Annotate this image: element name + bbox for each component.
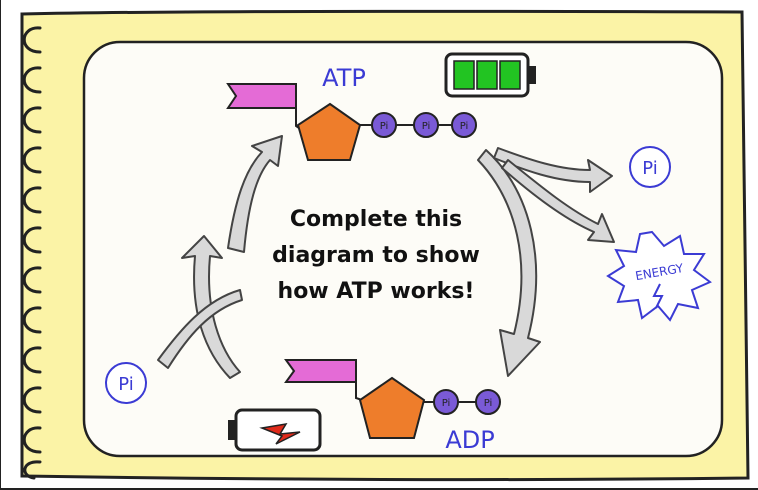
pi-released-symbol: Pi — [629, 146, 671, 188]
adp-molecule: Pi Pi — [284, 359, 501, 439]
atp-phosphate-3-label: Pi — [460, 121, 469, 132]
prompt-line-1: Complete this — [290, 207, 462, 232]
pi-input-symbol: Pi — [105, 362, 147, 404]
atp-ribose-tail — [226, 83, 297, 109]
energy-bolt-icon — [652, 283, 664, 309]
cycle-arrow-left — [157, 135, 283, 379]
spiral-binding — [22, 26, 42, 480]
adp-phosphate-2-label: Pi — [484, 398, 493, 409]
adp-ribose-tail — [284, 359, 357, 383]
svg-text:Pi: Pi — [642, 158, 657, 179]
atp-phosphate-2-label: Pi — [422, 121, 431, 132]
atp-phosphate-3 — [451, 112, 477, 138]
adp-phosphate-2 — [475, 389, 501, 415]
prompt-line-2: diagram to show — [272, 243, 480, 268]
adp-pentagon — [358, 376, 426, 439]
energy-starburst-icon: ENERGY — [606, 230, 712, 322]
cycle-arrow-right — [477, 147, 615, 377]
atp-pentagon — [296, 102, 362, 161]
adp-label: ADP — [445, 426, 494, 454]
diagram-card — [82, 40, 724, 458]
battery-empty-lightning-icon — [228, 408, 322, 452]
svg-text:Pi: Pi — [118, 374, 133, 395]
atp-label: ATP — [322, 64, 366, 92]
prompt-line-3: how ATP works! — [278, 279, 475, 304]
prompt-text: Complete this diagram to show how ATP wo… — [272, 207, 480, 304]
battery-full-icon — [444, 52, 536, 98]
atp-phosphate-1-label: Pi — [380, 121, 389, 132]
adp-phosphate-1-label: Pi — [442, 398, 451, 409]
atp-molecule: Pi Pi Pi — [226, 83, 477, 161]
